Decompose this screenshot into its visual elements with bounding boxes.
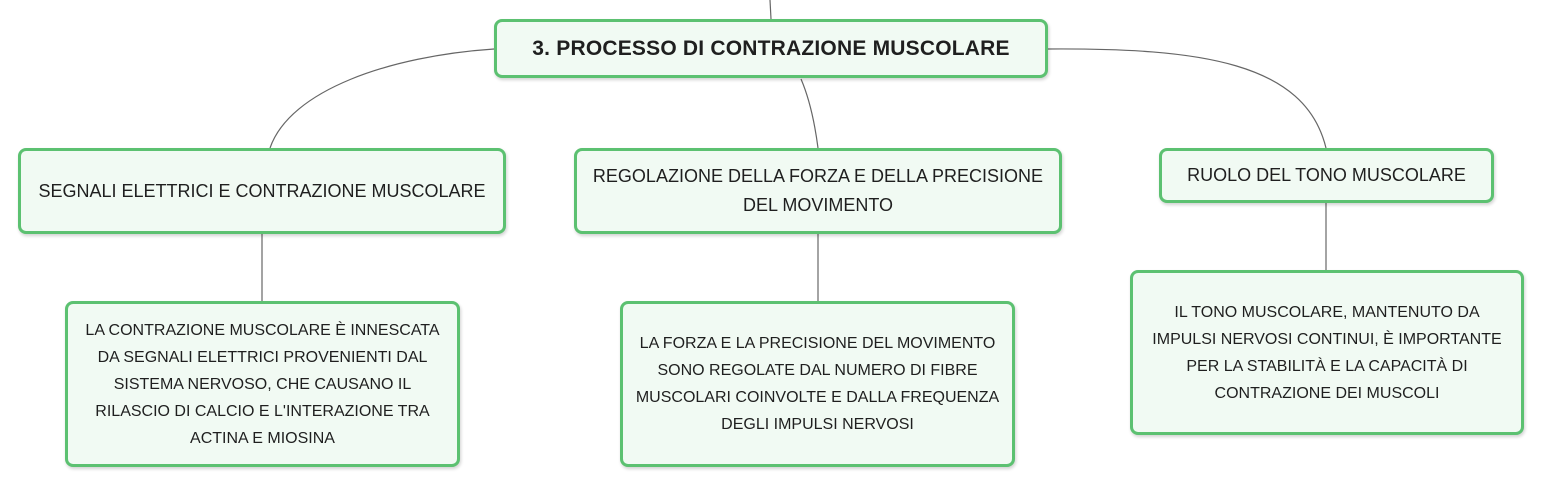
detail-node-muscle-tone[interactable]: IL TONO MUSCOLARE, MANTENUTO DA IMPULSI … — [1130, 270, 1524, 435]
detail-text: LA CONTRAZIONE MUSCOLARE È INNESCATA DA … — [85, 321, 440, 447]
branch-label: SEGNALI ELETTRICI E CONTRAZIONE MUSCOLAR… — [38, 180, 486, 201]
branch-node-muscle-tone[interactable]: RUOLO DEL TONO MUSCOLARE — [1159, 148, 1494, 203]
detail-node-force-regulation[interactable]: LA FORZA E LA PRECISIONE DEL MOVIMENTO S… — [620, 301, 1015, 467]
root-topic-label: 3. PROCESSO DI CONTRAZIONE MUSCOLARE — [532, 36, 1010, 60]
connector-root-to-branch-3 — [1047, 48, 1327, 149]
connector-incoming — [769, 0, 772, 20]
connector-root-to-branch-2 — [800, 78, 819, 149]
root-topic-node[interactable]: 3. PROCESSO DI CONTRAZIONE MUSCOLARE — [494, 19, 1048, 78]
branch-node-electrical-signals[interactable]: SEGNALI ELETTRICI E CONTRAZIONE MUSCOLAR… — [18, 148, 506, 234]
detail-text: IL TONO MUSCOLARE, MANTENUTO DA IMPULSI … — [1152, 303, 1502, 402]
connector-root-to-branch-1 — [269, 48, 495, 149]
branch-node-force-regulation[interactable]: REGOLAZIONE DELLA FORZA E DELLA PRECISIO… — [574, 148, 1062, 234]
detail-node-electrical-signals[interactable]: LA CONTRAZIONE MUSCOLARE È INNESCATA DA … — [65, 301, 460, 467]
branch-label: RUOLO DEL TONO MUSCOLARE — [1187, 165, 1466, 185]
detail-text: LA FORZA E LA PRECISIONE DEL MOVIMENTO S… — [635, 335, 1000, 433]
branch-label: REGOLAZIONE DELLA FORZA E DELLA PRECISIO… — [592, 166, 1044, 215]
